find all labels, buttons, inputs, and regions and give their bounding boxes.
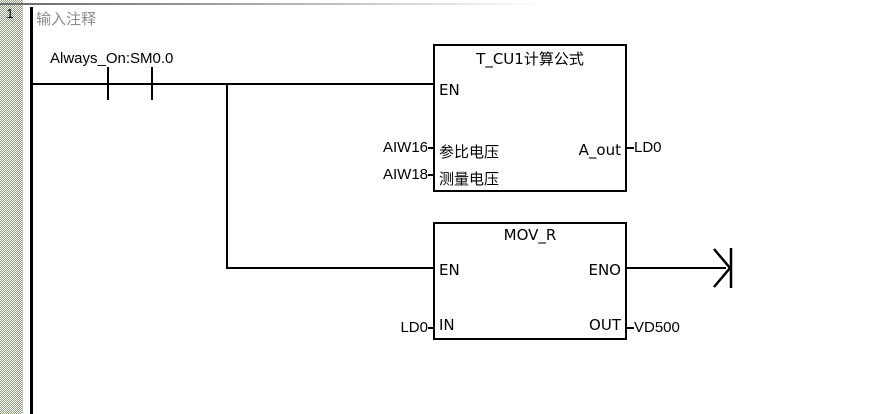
pin-out: OUT [589, 316, 621, 334]
function-block-title: T_CU1计算公式 [476, 50, 584, 68]
operand-ld0-in[interactable]: LD0 [400, 319, 428, 336]
function-block-title: MOV_R [503, 226, 557, 244]
contact-bar-right[interactable] [151, 67, 153, 100]
pin-in: IN [439, 316, 455, 334]
pin-eno: ENO [588, 261, 621, 279]
network-gutter [0, 0, 22, 414]
pin-stub-measured-voltage [428, 174, 434, 176]
pin-stub-reference-voltage [428, 147, 434, 149]
function-block-t-cu1[interactable]: T_CU1计算公式 EN 参比电压 测量电压 A_out [433, 44, 627, 192]
pin-measured-voltage: 测量电压 [439, 170, 500, 188]
function-block-mov-r[interactable]: MOV_R EN IN ENO OUT [433, 222, 627, 340]
pin-stub-in [428, 327, 434, 329]
operand-aiw18[interactable]: AIW18 [382, 166, 428, 183]
pin-stub-out [626, 327, 634, 329]
top-divider [22, 3, 542, 5]
contact-bar-left[interactable] [107, 67, 109, 100]
end-of-rung-arrow-icon [712, 247, 734, 289]
pin-reference-voltage: 参比电压 [439, 143, 500, 161]
contact-operand-label: Always_On:SM0.0 [50, 50, 174, 67]
network-comment-placeholder[interactable]: 输入注释 [36, 10, 97, 28]
rung-wire-segment-2 [109, 83, 153, 85]
pin-en: EN [439, 261, 460, 279]
gutter-edge-divider [22, 0, 23, 414]
rung-wire-segment-1 [31, 83, 109, 85]
pin-en: EN [439, 81, 460, 99]
left-power-rail [30, 7, 33, 414]
eno-output-wire [626, 267, 726, 269]
operand-aiw16[interactable]: AIW16 [382, 139, 428, 156]
network-number: 1 [6, 6, 14, 21]
pin-stub-a-out [626, 147, 634, 149]
top-divider-left [0, 3, 22, 5]
operand-vd500[interactable]: VD500 [634, 319, 680, 336]
operand-ld0-out[interactable]: LD0 [634, 139, 662, 156]
branch-vertical-wire [226, 83, 228, 269]
pin-a-out: A_out [578, 141, 621, 159]
branch-horizontal-wire [226, 267, 434, 269]
rung-wire-segment-3 [152, 83, 434, 85]
